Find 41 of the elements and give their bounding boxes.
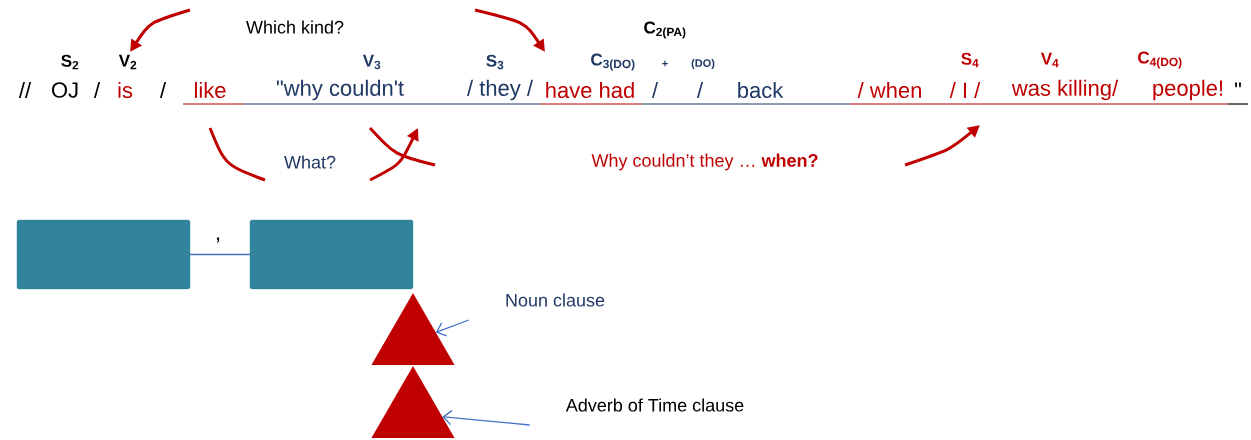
- arrow: [442, 410, 531, 426]
- sentence-word: //: [18, 81, 32, 99]
- grammar-tag: +: [662, 60, 668, 67]
- sentence-word: people!: [1153, 79, 1223, 101]
- sentence-word: have had: [546, 81, 634, 99]
- block: [249, 219, 414, 290]
- sentence-word: /: [696, 81, 704, 99]
- arrow: [435, 319, 470, 337]
- sentence-word: /: [93, 81, 101, 99]
- sentence-word: is: [118, 81, 133, 99]
- grammar-tag: S$_{3}$: [486, 54, 504, 70]
- grammar-tag: V$_{2}$: [118, 54, 137, 70]
- sentence-word: OJ: [52, 82, 78, 98]
- grammar-tag: (DO): [691, 58, 715, 70]
- sentence-word: / when: [857, 81, 921, 99]
- triangle: [371, 366, 455, 438]
- sentence-word: /: [651, 81, 659, 99]
- sentence-word: like: [195, 81, 226, 99]
- question-label: Why couldn’t they … when?: [591, 153, 818, 171]
- grammar-tag: C$_{2(PA)}$: [644, 21, 686, 39]
- grammar-tag: S$_{4}$: [961, 52, 979, 68]
- grammar-tag: C$_{4(DO)}$: [1138, 51, 1182, 69]
- sentence-word: was killing/: [1011, 79, 1119, 101]
- sentence-word: / I /: [949, 81, 981, 99]
- clause-label: Noun clause: [506, 293, 605, 307]
- question-label: Which kind?: [246, 20, 344, 34]
- question-label: What?: [284, 155, 336, 169]
- grammar-tag: S$_{2}$: [61, 54, 79, 70]
- sentence-word: ,: [216, 237, 220, 243]
- grammar-tag: V$_{4}$: [1040, 52, 1059, 68]
- connector-line: [189, 253, 251, 256]
- grammar-tag: V$_{3}$: [362, 54, 381, 70]
- sentence-word: "why couldn't: [276, 79, 404, 101]
- block: [16, 219, 191, 290]
- clause-label: Adverb of Time clause: [565, 398, 744, 412]
- sentence-word: back: [738, 81, 784, 99]
- sentence-word: /: [159, 81, 167, 99]
- sentence-word: / they /: [467, 79, 533, 101]
- grammar-tag: C$_{3(DO)}$: [591, 53, 635, 71]
- triangle: [371, 293, 455, 365]
- sentence-word: ": [1235, 82, 1241, 88]
